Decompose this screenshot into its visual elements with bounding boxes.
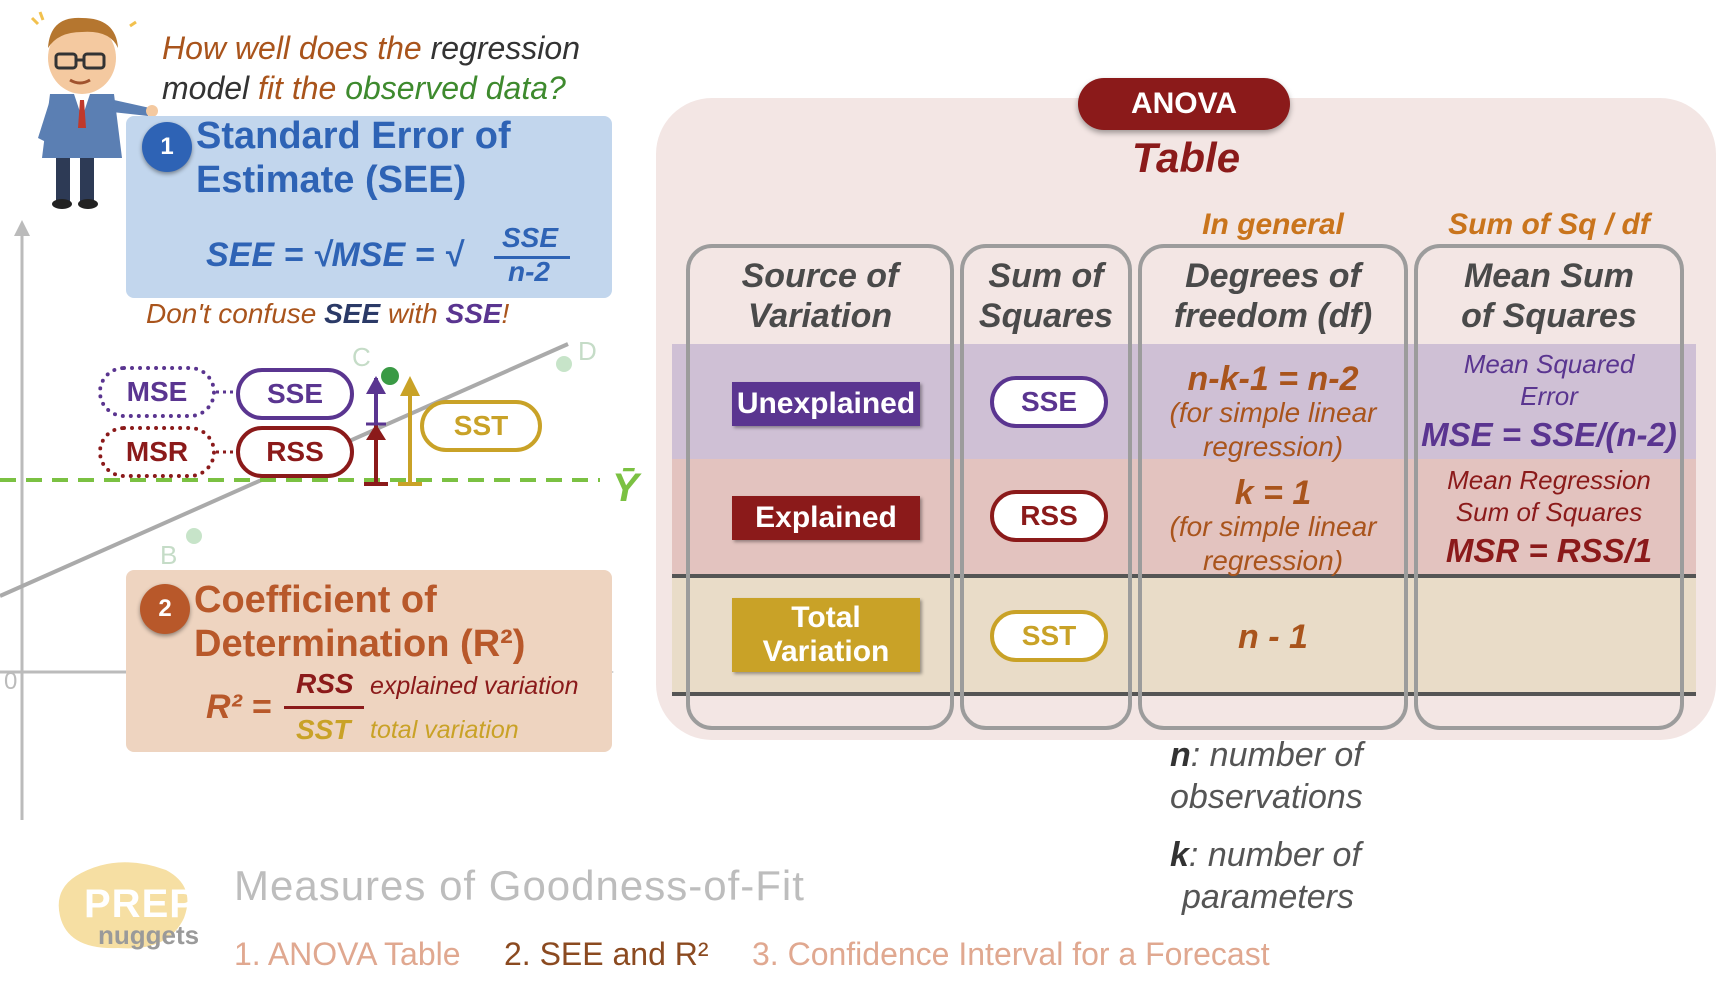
nav-anova-table[interactable]: 1. ANOVA Table (234, 936, 461, 972)
ms-column-frame (1414, 244, 1684, 730)
slide-title: Measures of Goodness-of-Fit (234, 862, 805, 909)
point-b-label: B (160, 540, 178, 570)
logo-prep: PREP (84, 882, 197, 926)
r2-panel (126, 570, 612, 752)
total-row-bottom-divider (672, 692, 1696, 696)
prep-nuggets-logo-blob (58, 862, 188, 949)
ms-note: Sum of Sq / df (1448, 208, 1650, 241)
step-2-badge: 2 (140, 584, 190, 634)
rss-pill-graph: RSS (236, 426, 354, 478)
msr-pill: MSR (98, 426, 216, 478)
ss-column-frame (960, 244, 1132, 730)
nav-confidence-interval[interactable]: 3. Confidence Interval for a Forecast (752, 936, 1270, 972)
unexplained-label: Unexplained (732, 382, 920, 426)
sst-pill-table: SST (990, 610, 1108, 662)
teacher-illustration (30, 11, 158, 209)
ybar-label: Ȳ (612, 466, 639, 510)
source-column-frame (686, 244, 954, 730)
rss-pill-table: RSS (990, 490, 1108, 542)
question-text: How well does the regression model fit t… (162, 30, 580, 106)
see-formula: SEE = √MSE = √ (206, 236, 463, 274)
see-panel (126, 116, 612, 298)
total-row-top-divider (672, 574, 1696, 578)
n-legend: n: number of observations (1170, 736, 1363, 816)
msr-formula: MSR = RSS/1 (1445, 532, 1653, 569)
explained-variation-label: explained variation (370, 672, 579, 700)
point-d-label: D (578, 336, 597, 366)
explained-label: Explained (732, 496, 920, 540)
anova-subtitle: Table (1131, 134, 1241, 181)
mse-pill: MSE (98, 366, 216, 418)
df-column-frame (1138, 244, 1408, 730)
r2-fraction-bar (284, 706, 364, 709)
sst-pill-graph: SST (420, 400, 542, 452)
step-1-badge: 1 (142, 122, 192, 172)
unexplained-df: n-k-1 = n-2 (1187, 360, 1359, 398)
see-fraction-numerator: SSE (502, 222, 559, 253)
r2-denominator: SST (296, 714, 351, 745)
see-title: Standard Error of Estimate (SEE) (196, 115, 511, 201)
anova-badge: ANOVA (1078, 78, 1290, 130)
r2-title: Coefficient of Determination (R²) (194, 579, 526, 665)
logo-nuggets: nuggets (98, 920, 200, 950)
point-c-label: C (352, 342, 371, 372)
dont-confuse-note: Don't confuse SEE with SSE! (146, 298, 510, 329)
see-fraction-bar (494, 256, 570, 259)
r2-numerator: RSS (296, 668, 354, 699)
explained-df: k = 1 (1234, 474, 1312, 512)
sse-pill-graph: SSE (236, 368, 354, 420)
nav-see-and-r2[interactable]: 2. SEE and R² (504, 936, 709, 972)
see-fraction-denominator: n-2 (508, 256, 550, 287)
total-df: n - 1 (1238, 618, 1308, 656)
total-variation-label: total variation (370, 716, 519, 744)
r2-formula-lhs: R² = (206, 688, 272, 726)
origin-label: 0 (4, 668, 18, 695)
df-note: In general (1202, 208, 1344, 241)
k-legend: k: number of parameters (1170, 836, 1361, 916)
mse-formula: MSE = SSE/(n-2) (1421, 416, 1677, 453)
sse-pill-table: SSE (990, 376, 1108, 428)
